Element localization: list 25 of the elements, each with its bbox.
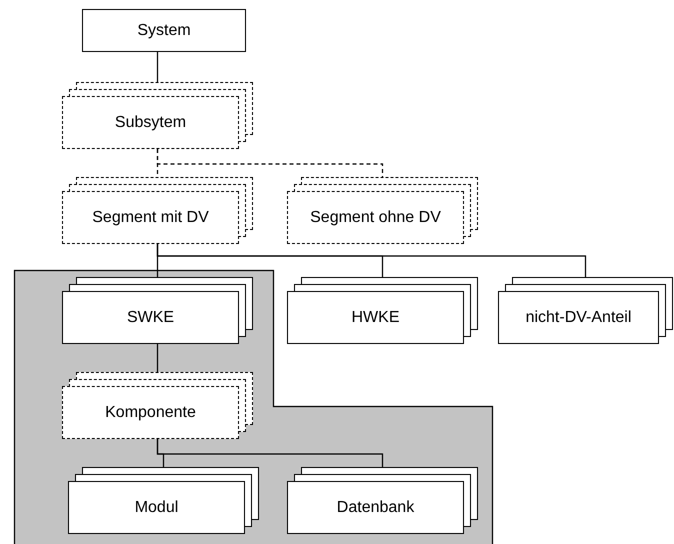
- stacked-box: [62, 82, 253, 149]
- box-label: SWKE: [126, 308, 174, 326]
- stacked-box: [287, 277, 478, 344]
- stacked-box: [287, 467, 478, 534]
- box-label: Segment ohne DV: [310, 208, 441, 226]
- box-label: HWKE: [352, 308, 400, 326]
- connector-line: [156, 344, 158, 372]
- box-label: Subsytem: [114, 114, 186, 132]
- connector-line: [156, 439, 384, 467]
- box-label: Datenbank: [336, 498, 414, 516]
- stacked-box: [62, 177, 253, 244]
- connector-line: [156, 149, 384, 177]
- stacked-box: [62, 277, 253, 344]
- connector-line: [156, 244, 586, 277]
- stacked-box: [498, 277, 673, 344]
- connector-line: [156, 52, 158, 82]
- box-label: Komponente: [105, 404, 196, 422]
- box: [82, 9, 246, 52]
- box-label: nicht-DV-Anteil: [526, 308, 632, 326]
- stacked-box: [68, 467, 259, 534]
- stacked-box: [287, 177, 478, 244]
- box-label: System: [137, 22, 191, 40]
- box-label: Modul: [134, 498, 178, 516]
- box-label: Segment mit DV: [92, 208, 209, 226]
- stacked-box: [62, 372, 253, 439]
